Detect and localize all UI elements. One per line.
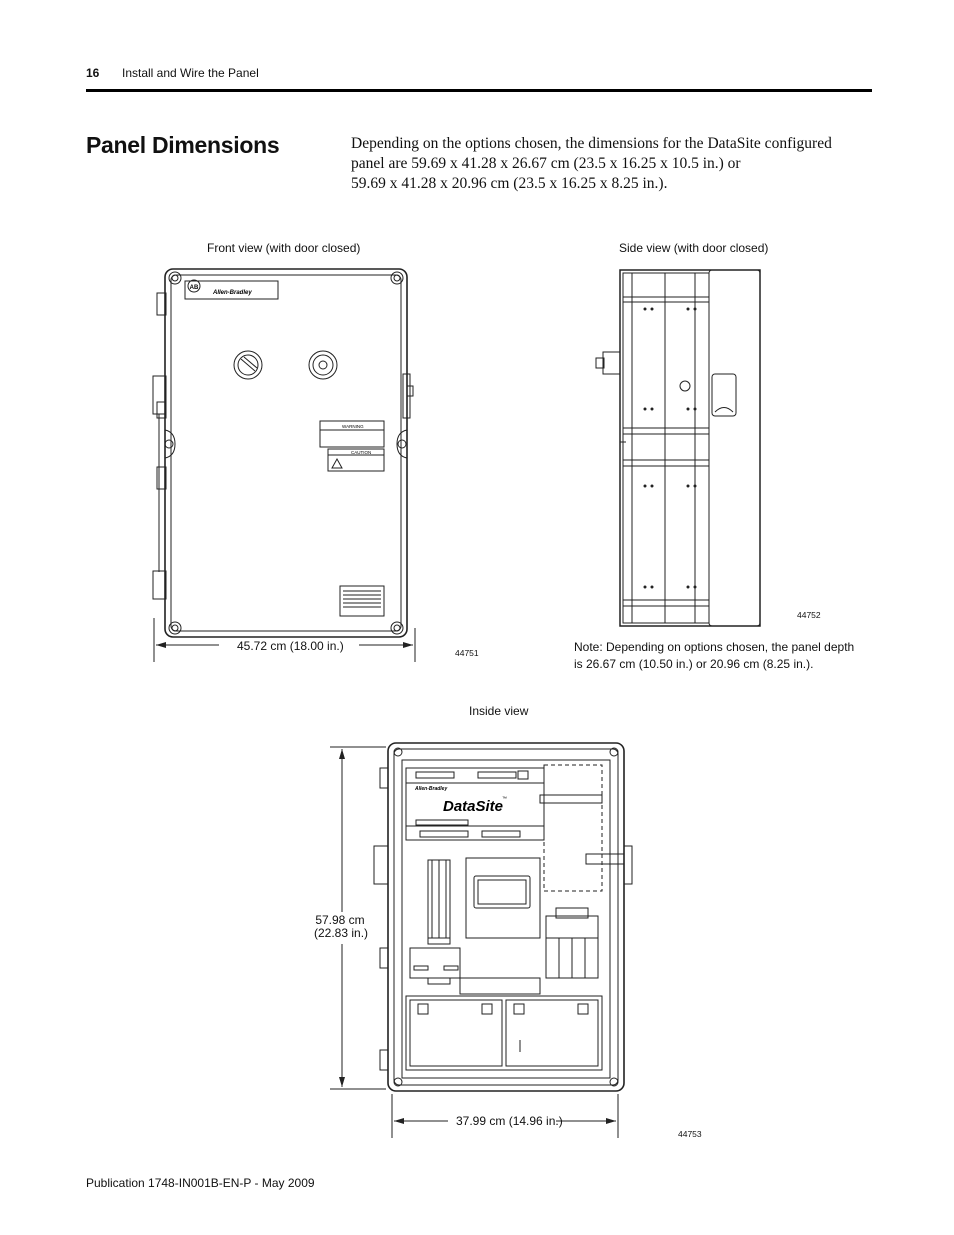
inside-width-dimension: 37.99 cm (14.96 in.) <box>456 1114 563 1128</box>
depth-note-line: Note: Depending on options chosen, the p… <box>574 640 855 654</box>
trademark-symbol: ™ <box>502 796 507 802</box>
height-dim-imperial: (22.83 in.) <box>314 926 369 940</box>
front-width-dimension: 45.72 cm (18.00 in.) <box>237 639 344 653</box>
intro-paragraph: Depending on the options chosen, the dim… <box>351 134 873 194</box>
header-rule <box>86 89 872 92</box>
running-header: Install and Wire the Panel <box>122 66 259 80</box>
front-view-caption: Front view (with door closed) <box>207 241 361 255</box>
side-figure-id: 44752 <box>797 610 821 620</box>
datasite-product-label: DataSite <box>443 798 503 815</box>
inside-view-caption: Inside view <box>469 704 529 718</box>
inside-view-drawing: Allen-Bradley DataSite ™ <box>330 742 633 1138</box>
intro-line: panel are 59.69 x 41.28 x 26.67 cm (23.5… <box>351 155 741 172</box>
intro-line: Depending on the options chosen, the dim… <box>351 135 832 152</box>
inside-height-dimension: 57.98 cm (22.83 in.) <box>314 913 369 940</box>
page-number: 16 <box>86 66 100 80</box>
depth-note-line: is 26.67 cm (10.50 in.) or 20.96 cm (8.2… <box>574 657 814 671</box>
depth-note: Note: Depending on options chosen, the p… <box>574 639 854 673</box>
publication-footer: Publication 1748-IN001B-EN-P - May 2009 <box>86 1176 315 1190</box>
caution-label: CAUTION <box>351 450 371 455</box>
ab-logo-icon: AB <box>190 285 199 291</box>
front-figure-id: 44751 <box>455 648 479 658</box>
side-view-drawing <box>595 269 761 627</box>
inside-figure-id: 44753 <box>678 1129 702 1139</box>
front-view-drawing: AB Allen-Bradley WARNING CAUTION <box>152 268 416 662</box>
side-view-caption: Side view (with door closed) <box>619 241 769 255</box>
brand-label: Allen-Bradley <box>212 290 252 296</box>
height-dim-metric: 57.98 cm <box>315 913 365 927</box>
intro-line: 59.69 x 41.28 x 20.96 cm (23.5 x 16.25 x… <box>351 175 668 192</box>
warning-label: WARNING <box>342 424 364 429</box>
section-title: Panel Dimensions <box>86 132 280 158</box>
inside-brand-label: Allen-Bradley <box>414 786 447 792</box>
